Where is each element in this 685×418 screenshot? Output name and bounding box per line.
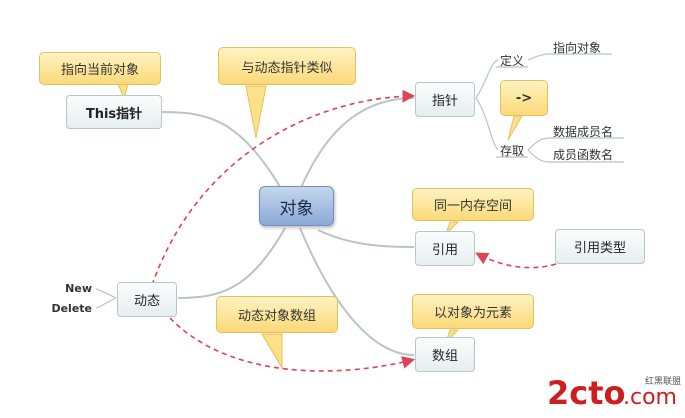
dashed-dynamic-to-pointer <box>151 89 416 286</box>
link-dynamic-ops-2 <box>95 297 117 309</box>
watermark-logo-text: 2cto <box>547 374 626 412</box>
callout-dynamic-object-array: 动态对象数组 <box>216 296 338 333</box>
callout-objects-as-elements: 以对象为元素 <box>412 294 534 329</box>
watermark-2cto: 2cto .com 红黑联盟 <box>545 368 685 414</box>
leaf-data-member-name: 数据成员名 <box>553 125 614 139</box>
callout-tail-dynamic-array <box>261 333 283 370</box>
watermark-suffix: .com <box>623 385 677 410</box>
link-pointer-access <box>475 97 499 151</box>
node-array[interactable]: 数组 <box>415 337 475 372</box>
dashed-reftype-to-reference <box>475 252 557 269</box>
callout-tail-arrow <box>507 115 523 141</box>
node-pointer[interactable]: 指针 <box>415 82 475 117</box>
label-delete: Delete <box>51 302 92 315</box>
root-node[interactable]: 对象 <box>259 186 334 226</box>
node-this-pointer[interactable]: This指针 <box>66 95 162 129</box>
link-dynamic-ops <box>95 288 117 299</box>
link-root-this <box>161 111 283 191</box>
watermark-logo: 2cto .com 红黑联盟 <box>547 374 681 412</box>
link-root-dynamic <box>177 227 286 299</box>
leaf-function-member-name: 成员函数名 <box>553 148 614 162</box>
link-root-pointer <box>299 97 415 191</box>
dashed-dynamic-to-array <box>169 317 416 372</box>
link-access-data <box>527 137 551 151</box>
leaf-access: 存取 <box>500 144 525 158</box>
link-define-leaf <box>527 53 551 61</box>
callout-arrow-operator: -> <box>500 80 548 116</box>
label-new: New <box>65 282 92 295</box>
callout-points-current-object: 指向当前对象 <box>39 52 161 85</box>
leaf-points-to-object: 指向对象 <box>553 41 602 55</box>
link-access-func <box>527 149 551 163</box>
node-reference-type[interactable]: 引用类型 <box>555 229 645 264</box>
link-root-reference <box>317 229 415 248</box>
node-dynamic[interactable]: 动态 <box>117 282 177 317</box>
callout-same-memory: 同一内存空间 <box>412 188 534 221</box>
link-pointer-define <box>475 59 499 99</box>
callout-tail-dynamic-pointer <box>245 85 267 139</box>
link-root-array <box>299 227 415 356</box>
leaf-define: 定义 <box>500 54 525 68</box>
watermark-cn: 红黑联盟 <box>645 375 681 387</box>
callout-like-dynamic-pointer: 与动态指针类似 <box>218 47 356 85</box>
node-reference[interactable]: 引用 <box>415 231 475 266</box>
